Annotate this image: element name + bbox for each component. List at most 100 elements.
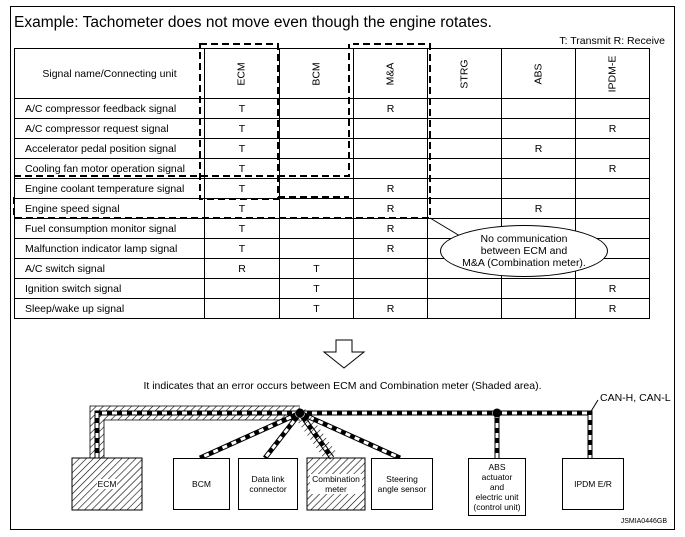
can-bus-label: CAN-H, CAN-L [600, 392, 671, 404]
signal-direction-cell [501, 158, 576, 179]
callout-line: between ECM and [480, 245, 568, 257]
unit-header-ipdm: IPDM-E [575, 48, 650, 99]
signal-direction-cell [427, 98, 502, 119]
diagram-note: It indicates that an error occurs betwee… [143, 380, 542, 392]
signal-direction-cell [204, 278, 280, 299]
signal-direction-cell: T [204, 98, 280, 119]
signal-name-cell: Engine speed signal [14, 198, 205, 219]
signal-direction-cell: R [353, 198, 428, 219]
signal-direction-cell [427, 178, 502, 199]
unit-header-abs: ABS [501, 48, 576, 99]
signal-direction-cell [501, 298, 576, 319]
signal-name-cell: Fuel consumption monitor signal [14, 218, 205, 239]
signal-direction-cell [279, 98, 354, 119]
unit-header-label: ABS [532, 62, 545, 85]
signal-direction-cell [427, 118, 502, 139]
signal-direction-cell: R [353, 238, 428, 259]
unit-box-bcm: BCM [173, 458, 230, 510]
signal-direction-cell: T [204, 118, 280, 139]
unit-label: ABS actuator and electric unit (control … [471, 462, 523, 512]
callout-line: M&A (Combination meter). [462, 257, 586, 269]
signal-name-cell: Accelerator pedal position signal [14, 138, 205, 159]
figure-code: JSMIA0446GB [620, 518, 667, 525]
signal-direction-cell [279, 218, 354, 239]
unit-header-meter: M&A [353, 48, 428, 99]
signal-table: Signal name/Connecting unit ECM BCM M&A … [14, 48, 650, 319]
unit-label: ECM [96, 479, 118, 489]
signal-direction-cell [279, 198, 354, 219]
signal-direction-cell [204, 298, 280, 319]
signal-direction-cell [353, 158, 428, 179]
no-communication-callout: No communication between ECM and M&A (Co… [440, 225, 608, 277]
signal-direction-cell [501, 98, 576, 119]
unit-label-line: electric unit [474, 492, 520, 502]
unit-header-ecm: ECM [204, 48, 280, 99]
signal-direction-cell [353, 118, 428, 139]
table-header-row: Signal name/Connecting unit ECM BCM M&A … [14, 48, 650, 99]
signal-direction-cell [575, 198, 650, 219]
signal-direction-cell [575, 178, 650, 199]
signal-direction-cell [279, 238, 354, 259]
signal-table-wrap: Signal name/Connecting unit ECM BCM M&A … [14, 48, 650, 319]
signal-direction-cell: T [279, 298, 354, 319]
unit-box-ecm: ECM [72, 458, 142, 510]
signal-direction-cell [279, 118, 354, 139]
signal-direction-cell: R [353, 178, 428, 199]
unit-header-label: BCM [310, 61, 323, 86]
unit-label: BCM [191, 479, 212, 489]
signal-direction-cell: R [353, 218, 428, 239]
signal-direction-cell: R [501, 198, 576, 219]
signal-direction-cell: R [353, 298, 428, 319]
signal-direction-cell [279, 158, 354, 179]
signal-direction-cell: R [575, 278, 650, 299]
signal-direction-cell [427, 298, 502, 319]
signal-direction-cell [427, 278, 502, 299]
signal-direction-cell [501, 178, 576, 199]
unit-label-line: and [488, 482, 506, 492]
signal-direction-cell: T [204, 218, 280, 239]
signal-name-cell: Malfunction indicator lamp signal [14, 238, 205, 259]
page-title: Example: Tachometer does not move even t… [14, 14, 492, 31]
signal-direction-cell [501, 278, 576, 299]
unit-label-line: (control unit) [472, 502, 522, 512]
signal-name-cell: Ignition switch signal [14, 278, 205, 299]
unit-label-line: meter [324, 484, 348, 494]
signal-name-cell: Engine coolant temperature signal [14, 178, 205, 199]
signal-direction-cell [353, 138, 428, 159]
signal-name-cell: Sleep/wake up signal [14, 298, 205, 319]
signal-direction-cell: R [501, 138, 576, 159]
signal-direction-cell [575, 98, 650, 119]
unit-header-label: IPDM-E [606, 55, 619, 92]
signal-name-cell: Cooling fan motor operation signal [14, 158, 205, 179]
signal-direction-cell: T [204, 178, 280, 199]
signal-name-cell: A/C compressor feedback signal [14, 98, 205, 119]
legend-text: T: Transmit R: Receive [559, 35, 665, 47]
unit-header-label: STRG [458, 58, 471, 89]
signal-direction-cell: T [204, 158, 280, 179]
signal-direction-cell [353, 278, 428, 299]
unit-header-label: ECM [236, 61, 248, 86]
unit-label-line: Data link [250, 474, 286, 484]
unit-header-bcm: BCM [279, 48, 354, 99]
unit-label-line: angle sensor [376, 484, 428, 494]
signal-direction-cell [427, 138, 502, 159]
unit-box-abs: ABS actuator and electric unit (control … [468, 458, 526, 516]
signal-direction-cell [575, 138, 650, 159]
signal-name-cell: A/C compressor request signal [14, 118, 205, 139]
unit-label: IPDM E/R [573, 479, 613, 489]
unit-label-line: ABS [487, 462, 507, 472]
signal-direction-cell: T [204, 138, 280, 159]
signal-direction-cell: R [575, 298, 650, 319]
callout-line: No communication [480, 233, 568, 245]
unit-box-ipdm: IPDM E/R [562, 458, 624, 510]
signal-direction-cell: R [353, 98, 428, 119]
